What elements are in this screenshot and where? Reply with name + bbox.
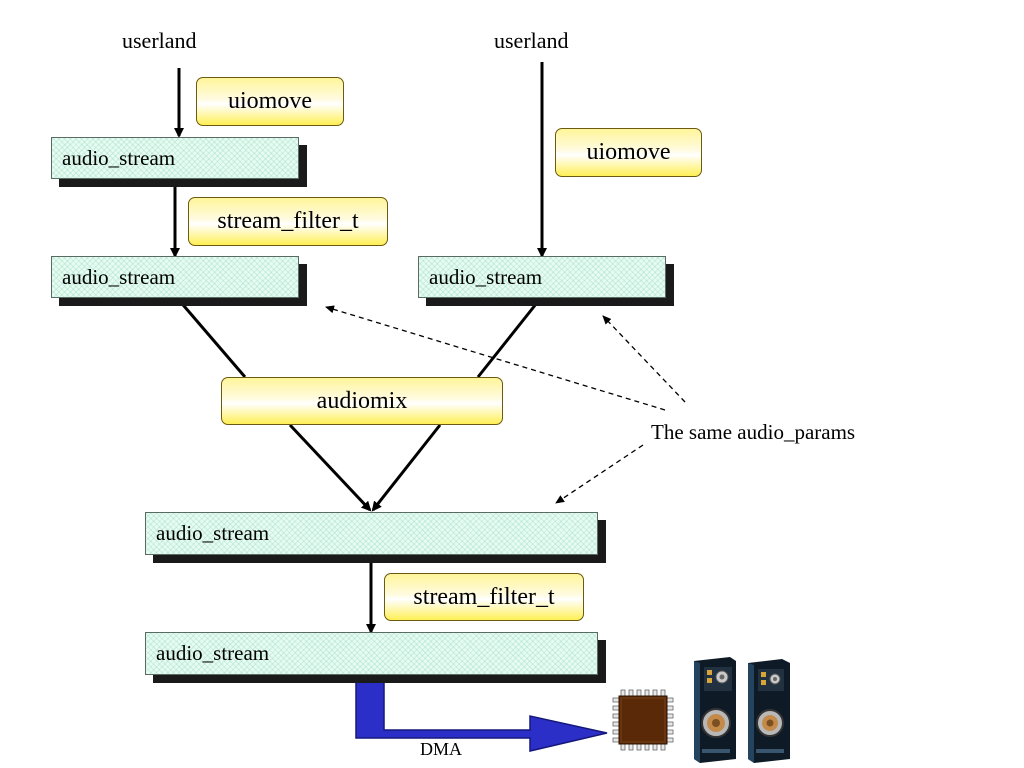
audiomix-pill: audiomix <box>221 377 503 425</box>
audio-stream-output: audio_stream <box>145 632 598 675</box>
line-left-to-mix <box>176 298 247 378</box>
dma-label: DMA <box>420 739 463 759</box>
audio-stream-left-2: audio_stream <box>51 256 299 298</box>
userland-right-label: userland <box>494 28 569 53</box>
stream-filter-top-pill: stream_filter_t <box>188 197 388 246</box>
same-params-annotation: The same audio_params <box>651 420 856 444</box>
audio-stream-right: audio_stream <box>418 256 666 298</box>
arrow-mix-right-out <box>371 424 442 512</box>
arrow-mix-left-out <box>288 423 372 512</box>
audio-stream-left-1: audio_stream <box>51 137 299 179</box>
dma-arrow <box>355 681 608 752</box>
audio-stream-mixed: audio_stream <box>145 512 598 555</box>
chip-icon <box>612 689 674 751</box>
dashed-to-mixed-stream <box>555 444 644 504</box>
userland-left-label: userland <box>122 28 197 53</box>
speaker-icon <box>694 657 790 763</box>
uiomove-right-pill: uiomove <box>555 128 702 177</box>
dashed-to-right-stream <box>602 315 686 403</box>
line-right-to-mix <box>476 298 542 378</box>
stream-filter-bottom-pill: stream_filter_t <box>384 573 584 621</box>
uiomove-left-pill: uiomove <box>196 77 344 126</box>
